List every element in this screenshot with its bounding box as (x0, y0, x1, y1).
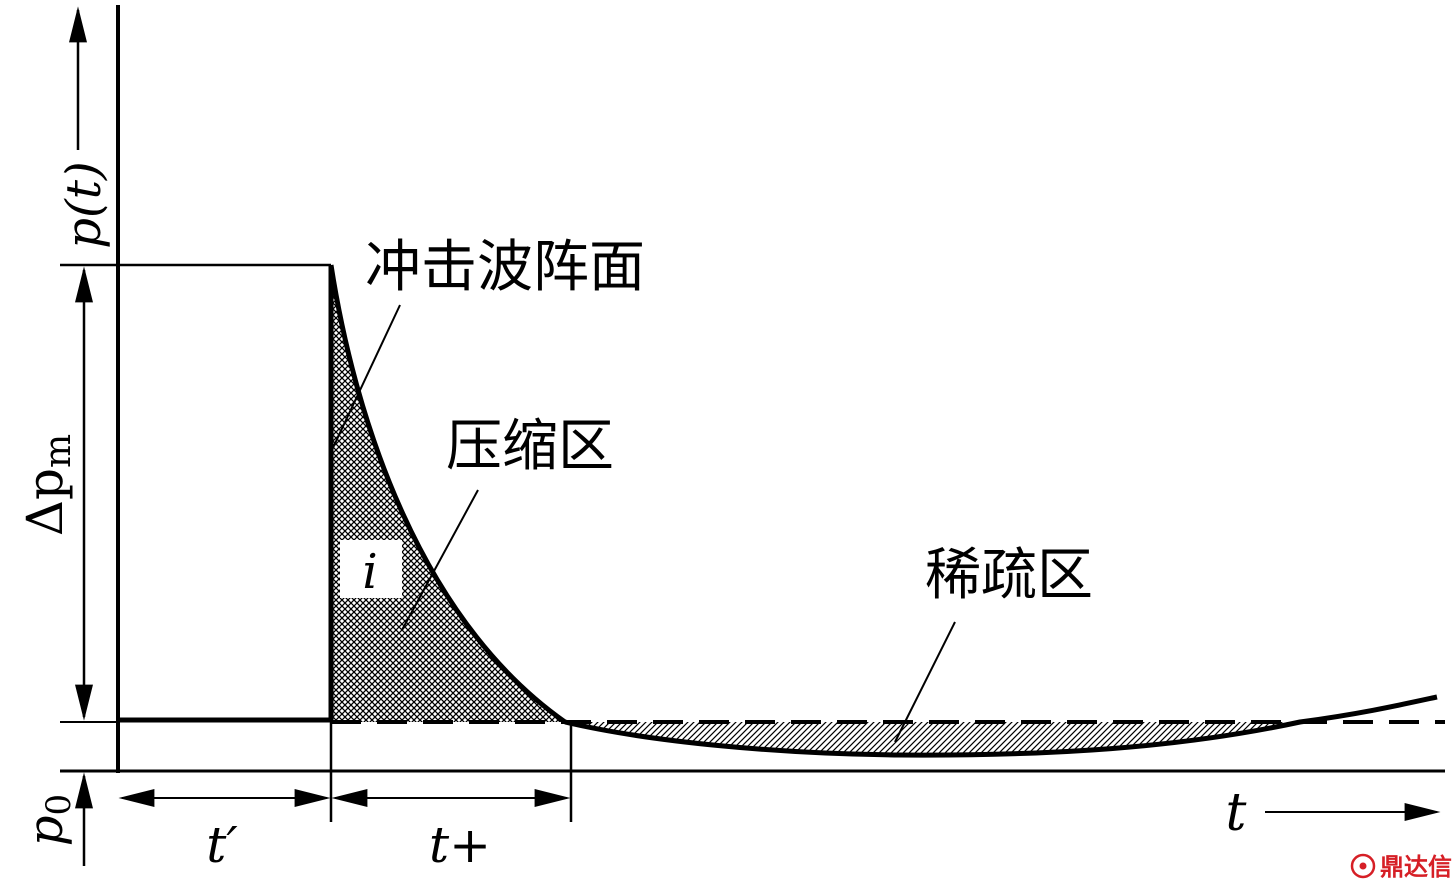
delta-p-m-base: Δp (16, 468, 74, 536)
delta-p-m-sub: m (38, 434, 79, 468)
compression-zone-leader (401, 489, 479, 631)
rarefaction-curve (564, 694, 1438, 758)
compression-zone-label: 压缩区 (446, 414, 614, 479)
impulse-label: i (362, 544, 377, 600)
p0-label: p0 (18, 794, 79, 846)
pressure-decay-curve (328, 264, 567, 725)
delta-p-m-label: Δpm (16, 434, 79, 536)
rarefaction-zone-leader (894, 621, 956, 743)
impulse-label-box (340, 540, 402, 598)
t-plus-label: t+ (429, 816, 491, 874)
compression-zone-area (331, 265, 565, 722)
watermark-text: 鼎达信 (1380, 853, 1452, 881)
rarefaction-zone-label: 稀疏区 (925, 543, 1093, 608)
watermark-logo-dot (1359, 862, 1367, 870)
p0-sub: 0 (39, 794, 79, 816)
t-prime-label: t′ (206, 816, 238, 874)
p-t-label: p(t) (56, 161, 112, 248)
shock-front-label: 冲击波阵面 (365, 235, 645, 300)
watermark: 鼎达信 (1350, 853, 1452, 881)
p0-base: p (18, 815, 74, 846)
shock-front-leader (330, 304, 401, 453)
watermark-logo-icon (1350, 853, 1376, 879)
t-label: t (1226, 783, 1247, 843)
